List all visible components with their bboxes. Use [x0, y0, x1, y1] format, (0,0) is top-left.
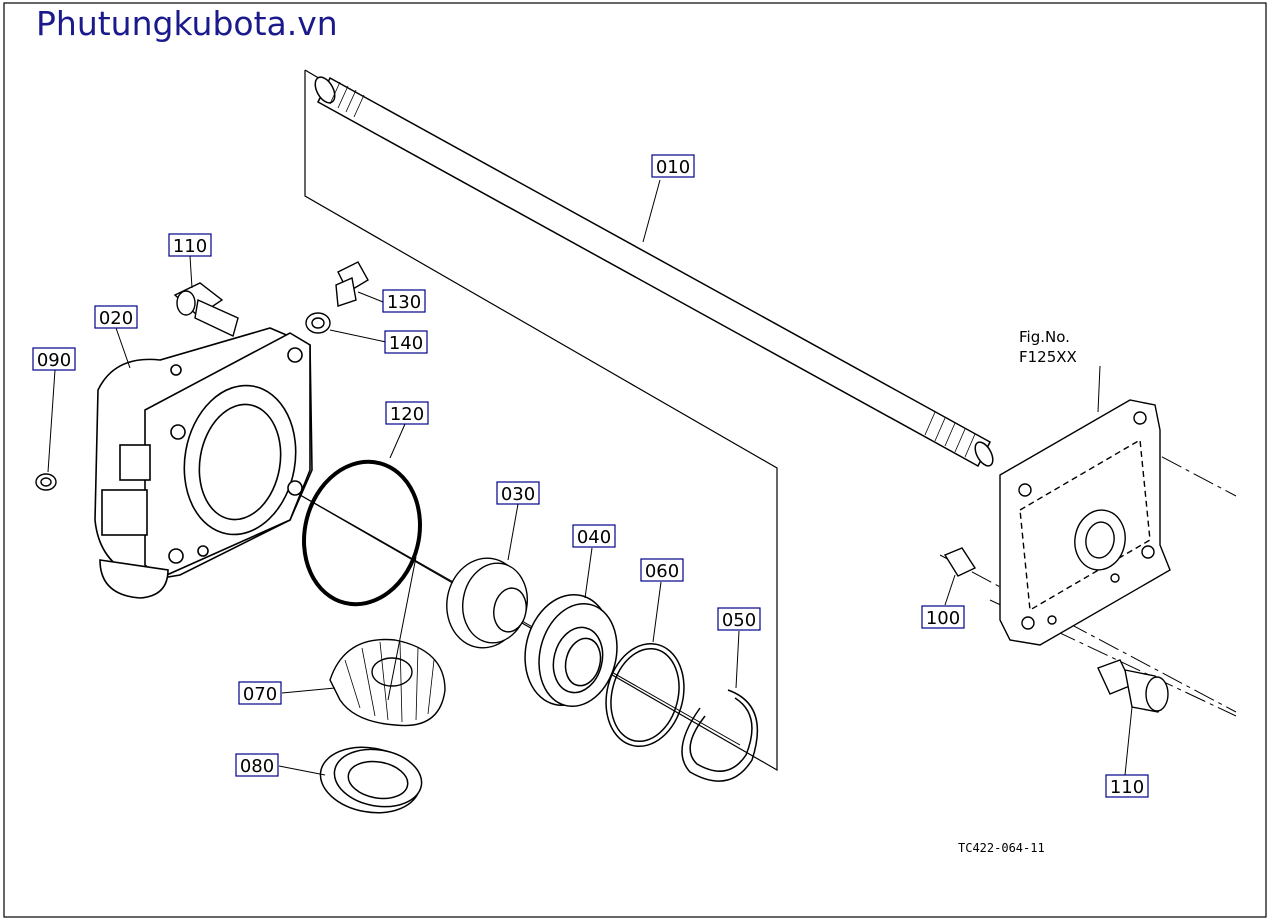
- label-090-text: 090: [37, 350, 71, 371]
- figure-number-block: Fig.No. F125XX: [1019, 327, 1077, 367]
- bearing-040: [524, 593, 618, 708]
- plug-090: [35, 473, 57, 491]
- label-110-right: 110: [1105, 774, 1149, 798]
- label-060: 060: [640, 558, 684, 582]
- o-ring-120: [302, 459, 422, 607]
- label-080-text: 080: [240, 756, 274, 777]
- label-080: 080: [235, 753, 279, 777]
- part-labels: 010 020 090 110 130 140 120 030 040 060 …: [32, 154, 1149, 798]
- housing-020: [94, 327, 313, 599]
- label-060-text: 060: [645, 561, 679, 582]
- label-020: 020: [94, 305, 138, 329]
- figure-number: F125XX: [1019, 348, 1077, 366]
- cover-plate: [999, 399, 1171, 646]
- label-010: 010: [651, 154, 695, 178]
- label-020-text: 020: [99, 308, 133, 329]
- label-100: 100: [921, 605, 965, 629]
- label-040: 040: [572, 524, 616, 548]
- label-100-text: 100: [926, 608, 960, 629]
- label-030-text: 030: [501, 484, 535, 505]
- seal-080: [319, 746, 423, 814]
- label-110-top-text: 110: [173, 236, 207, 257]
- bolt-110-top: [173, 282, 239, 337]
- bolt-110-right: [1097, 659, 1169, 713]
- washer-140: [305, 312, 331, 334]
- shaft-010: [314, 76, 994, 468]
- figure-label: Fig.No.: [1019, 328, 1070, 346]
- label-130: 130: [382, 289, 426, 313]
- pin-100: [943, 547, 977, 577]
- leader-lines: [47, 179, 1133, 776]
- drawing-code: TC422-064-11: [958, 841, 1045, 855]
- label-140-text: 140: [389, 333, 423, 354]
- label-050: 050: [717, 607, 761, 631]
- ring-060: [605, 642, 685, 748]
- label-070: 070: [238, 681, 282, 705]
- label-040-text: 040: [577, 527, 611, 548]
- label-120-text: 120: [390, 404, 424, 425]
- label-110-top: 110: [168, 233, 212, 257]
- label-130-text: 130: [387, 292, 421, 313]
- site-watermark: Phutungkubota.vn: [36, 4, 338, 43]
- label-070-text: 070: [243, 684, 277, 705]
- label-050-text: 050: [722, 610, 756, 631]
- circlip-050: [681, 689, 759, 782]
- screw-130: [335, 261, 369, 307]
- bevel-gear-070: [329, 638, 446, 727]
- label-110-right-text: 110: [1110, 777, 1144, 798]
- diagram-border: [3, 2, 1267, 918]
- label-140: 140: [384, 330, 428, 354]
- label-010-text: 010: [656, 157, 690, 178]
- label-030: 030: [496, 481, 540, 505]
- label-120: 120: [385, 401, 429, 425]
- label-090: 090: [32, 347, 76, 371]
- gear-030: [446, 557, 528, 649]
